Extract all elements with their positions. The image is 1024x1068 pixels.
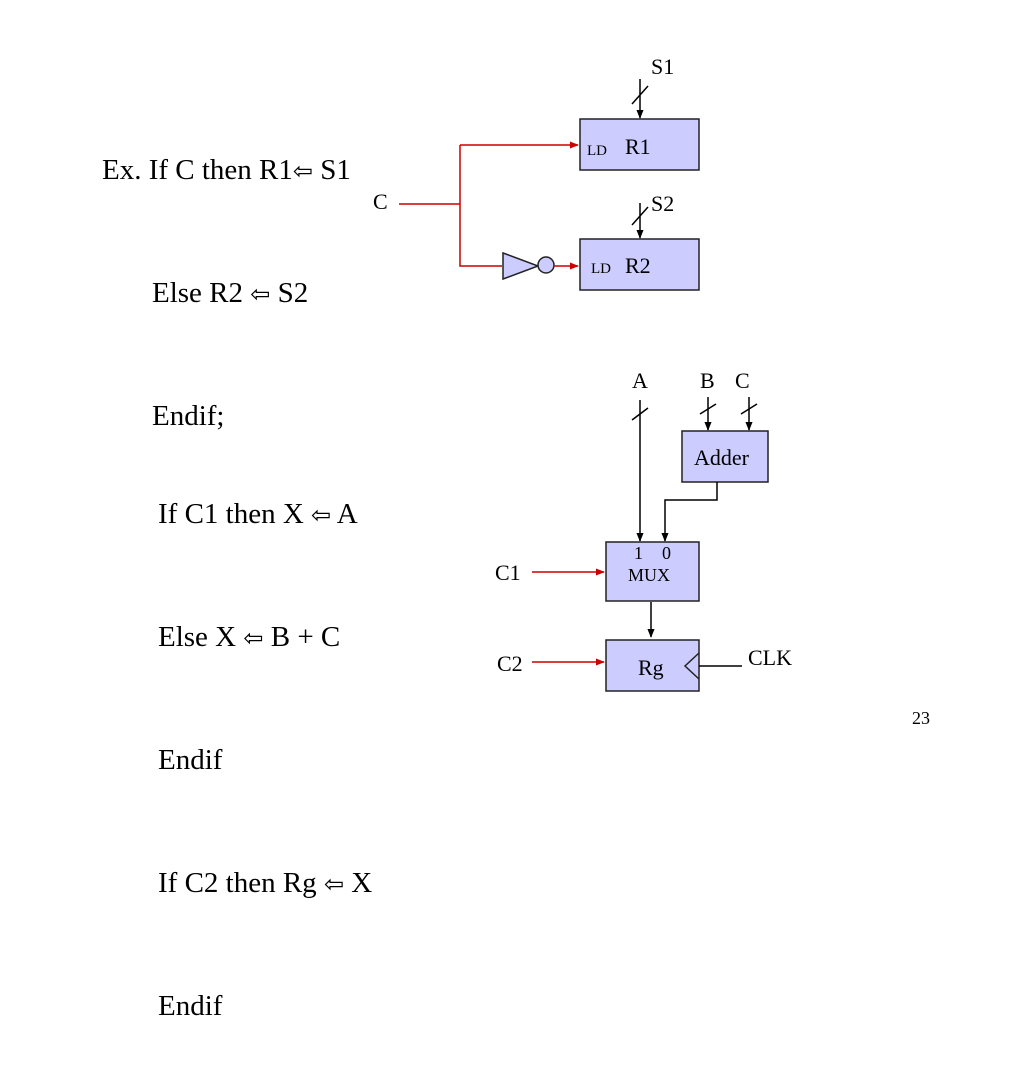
- code-line: Else R2 ⇦ S2: [152, 277, 309, 309]
- rg-label: Rg: [638, 655, 664, 680]
- code-line: If C2 then Rg ⇦ X: [158, 867, 373, 899]
- bus-slash-icon: [740, 403, 758, 415]
- adder-block: [681, 430, 769, 483]
- assign-arrow-icon: ⇦: [243, 624, 264, 652]
- r2-ld-label: LD: [591, 261, 611, 277]
- example1-code: Ex. If C then R1⇦ S1 Else R2 ⇦ S2 Endif;: [102, 68, 351, 478]
- circuit-diagrams: S1 LD R1 S2 LD R2 C A B C: [373, 54, 792, 692]
- diagram-conditional-load: S1 LD R1 S2 LD R2 C: [373, 54, 700, 291]
- mux-input-0-label: 0: [662, 543, 671, 563]
- code-line: Endif;: [152, 400, 225, 432]
- assign-arrow-icon: ⇦: [323, 870, 345, 898]
- mux-block: [605, 541, 700, 602]
- clock-triangle-icon: [683, 652, 700, 680]
- mux-input-1-label: 1: [634, 543, 643, 563]
- inverter-bubble-icon: [537, 256, 555, 274]
- assign-arrow-icon: ⇦: [292, 157, 314, 185]
- bus-slash-icon: [631, 407, 649, 421]
- clk-label: CLK: [748, 645, 792, 670]
- code-line: If C1 then X ⇦ A: [158, 498, 358, 530]
- bus-slash-icon: [631, 206, 649, 226]
- code-line: Ex. If C then R1⇦ S1: [102, 154, 351, 186]
- r1-name: R1: [625, 134, 651, 159]
- page-number: 23: [912, 708, 930, 728]
- register-r1: [579, 118, 700, 171]
- c2-label: C2: [497, 651, 523, 676]
- s2-label: S2: [651, 191, 674, 216]
- diagram-mux-datapath: A B C Adder 1 0 MUX C1 Rg C2 C: [495, 368, 792, 692]
- r1-ld-label: LD: [587, 143, 607, 159]
- code-line: Endif: [158, 990, 223, 1022]
- adder-output-wire: [661, 482, 718, 542]
- register-r2: [579, 238, 700, 291]
- code-line: Else X ⇦ B + C: [158, 621, 341, 653]
- assign-arrow-icon: ⇦: [311, 501, 332, 529]
- bus-slash-icon: [699, 403, 717, 415]
- adder-label: Adder: [694, 445, 750, 470]
- c1-label: C1: [495, 560, 521, 585]
- c-branch-wire: [459, 145, 502, 267]
- register-rg: [605, 639, 700, 692]
- assign-arrow-icon: ⇦: [250, 280, 271, 308]
- bus-slash-icon: [631, 85, 649, 105]
- s1-label: S1: [651, 54, 674, 79]
- b-label: B: [700, 368, 715, 393]
- mux-label: MUX: [628, 565, 670, 585]
- c-label: C: [373, 189, 388, 214]
- inverter-icon: [502, 251, 541, 281]
- a-label: A: [632, 368, 648, 393]
- r2-name: R2: [625, 253, 651, 278]
- c-input-label: C: [735, 368, 750, 393]
